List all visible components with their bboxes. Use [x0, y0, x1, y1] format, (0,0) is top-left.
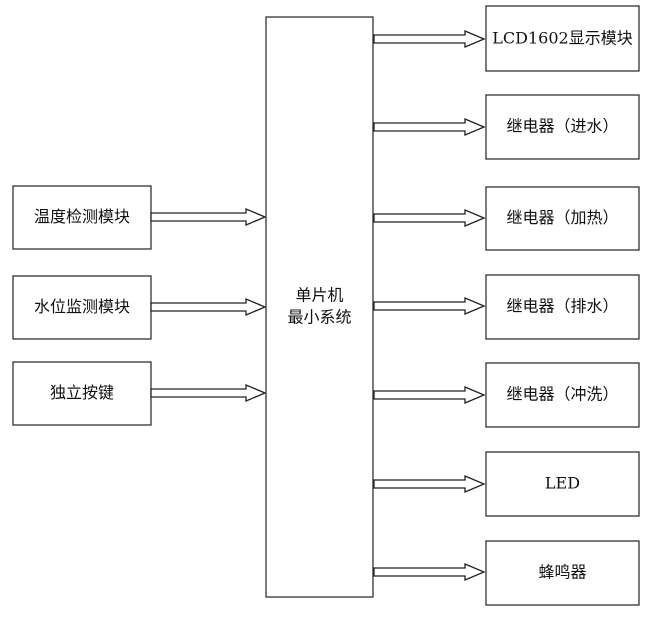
output-label-relay-drain: 继电器（排水） [506, 297, 618, 316]
arrow-water-level-to-mcu [150, 298, 267, 316]
output-box-relay-heat: 继电器（加热） [485, 186, 640, 251]
output-label-relay-heat: 继电器（加热） [506, 208, 618, 227]
output-box-relay-drain: 继电器（排水） [485, 274, 640, 340]
input-box-keys: 独立按键 [12, 361, 152, 426]
input-box-temperature: 温度检测模块 [12, 185, 152, 250]
input-label-keys: 独立按键 [50, 383, 114, 402]
arrow-temperature-to-mcu [150, 208, 267, 226]
arrow-mcu-to-relay-drain [373, 297, 486, 315]
arrow-mcu-to-lcd [373, 30, 486, 48]
output-label-buzzer: 蜂鸣器 [538, 563, 586, 582]
output-label-relay-inlet: 继电器（进水） [506, 117, 618, 136]
output-label-relay-flush: 继电器（冲洗） [506, 385, 618, 404]
arrow-mcu-to-relay-heat [373, 209, 486, 227]
mcu-box: 单片机 最小系统 [265, 16, 374, 598]
output-label-led: LED [545, 474, 580, 493]
output-box-buzzer: 蜂鸣器 [485, 540, 640, 606]
input-box-water-level: 水位监测模块 [12, 275, 152, 340]
arrow-mcu-to-relay-inlet [373, 118, 486, 136]
arrow-mcu-to-relay-flush [373, 386, 486, 404]
arrow-mcu-to-buzzer [373, 563, 486, 581]
output-label-lcd: LCD1602显示模块 [492, 29, 632, 48]
output-box-lcd: LCD1602显示模块 [485, 5, 640, 72]
mcu-label-line2: 最小系统 [287, 308, 351, 327]
output-box-relay-flush: 继电器（冲洗） [485, 362, 640, 428]
input-label-water-level: 水位监测模块 [34, 297, 130, 316]
arrow-keys-to-mcu [150, 384, 267, 402]
output-box-led: LED [485, 451, 640, 517]
output-box-relay-inlet: 继电器（进水） [485, 94, 640, 160]
arrow-mcu-to-led [373, 475, 486, 493]
mcu-label-line1: 单片机 [295, 286, 343, 305]
input-label-temperature: 温度检测模块 [34, 207, 130, 226]
